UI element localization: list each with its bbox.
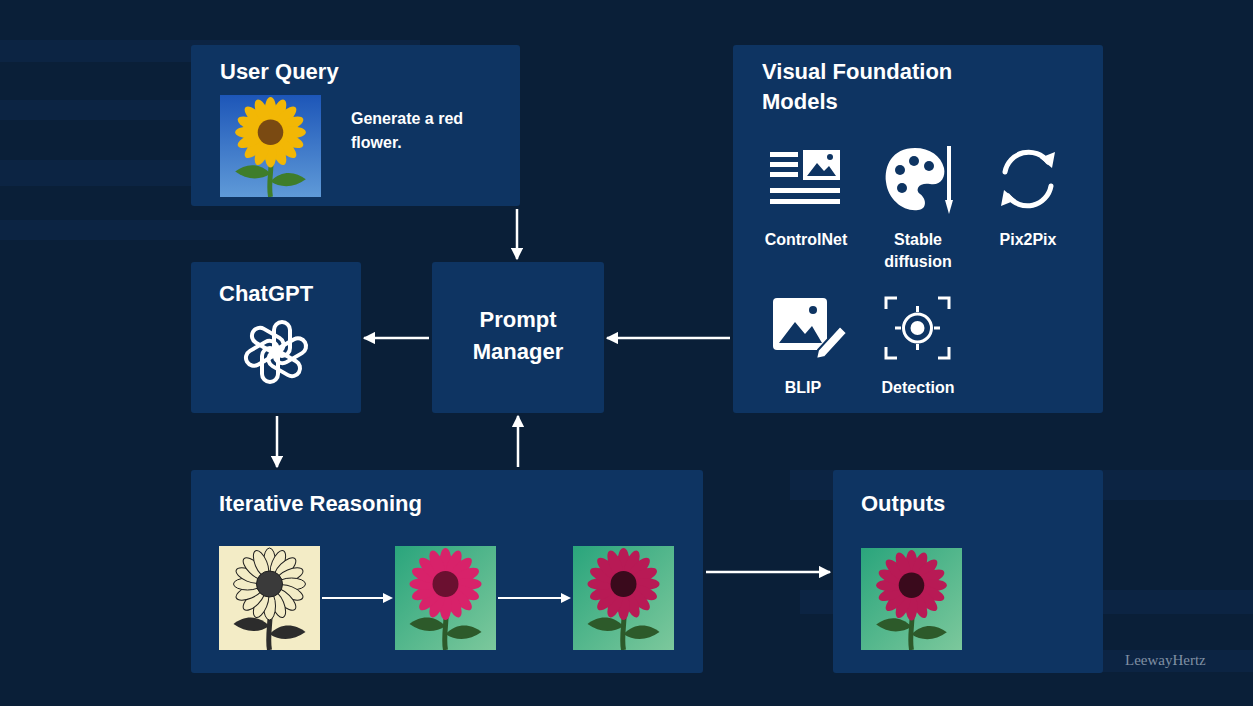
process-box: ChatGPT [191,262,361,413]
icon-label: ControlNet [751,229,861,251]
detection-icon [886,298,949,358]
flow-arrow [517,416,520,467]
flow-arrow [706,571,830,574]
box-title: Outputs [861,490,945,518]
icon-label: Pix2Pix [978,229,1078,251]
box-title: Visual Foundation Models [762,57,1022,117]
box-title: Iterative Reasoning [219,490,422,518]
blip-icon [773,298,847,359]
flow-arrow [607,337,730,340]
box-title: Prompt Manager [453,304,583,368]
cycle-arrowheads [1001,152,1055,206]
box-title: User Query [220,57,339,87]
process-box: User QueryGenerate a red flower. [191,45,520,206]
controlnet-icon [770,150,840,204]
flow-arrow [364,337,429,340]
sketch-image [219,546,320,650]
output-image [861,548,962,650]
detection-dot [911,321,925,335]
sunflower-photo [220,95,321,197]
cycle-icon [1005,152,1051,206]
palette-icon [886,146,953,214]
flow-arrow [276,416,279,467]
red-flower-image [573,546,674,650]
flow-arrow [516,209,519,259]
box-body: Generate a red flower. [351,107,501,155]
icon-label: Detection [868,377,968,399]
red-flower-image [395,546,496,650]
watermark: LeewayHertz [1125,652,1206,669]
sequence-arrows [322,593,571,603]
chatgpt-logo [243,322,309,382]
process-box: Prompt Manager [432,262,604,413]
process-box: Visual Foundation Models [733,45,1103,413]
process-box: Outputs [833,470,1103,673]
icon-label: BLIP [758,377,848,399]
box-title: ChatGPT [219,280,313,308]
icon-label: Stable diffusion [878,229,958,273]
process-box: Iterative Reasoning [191,470,703,673]
